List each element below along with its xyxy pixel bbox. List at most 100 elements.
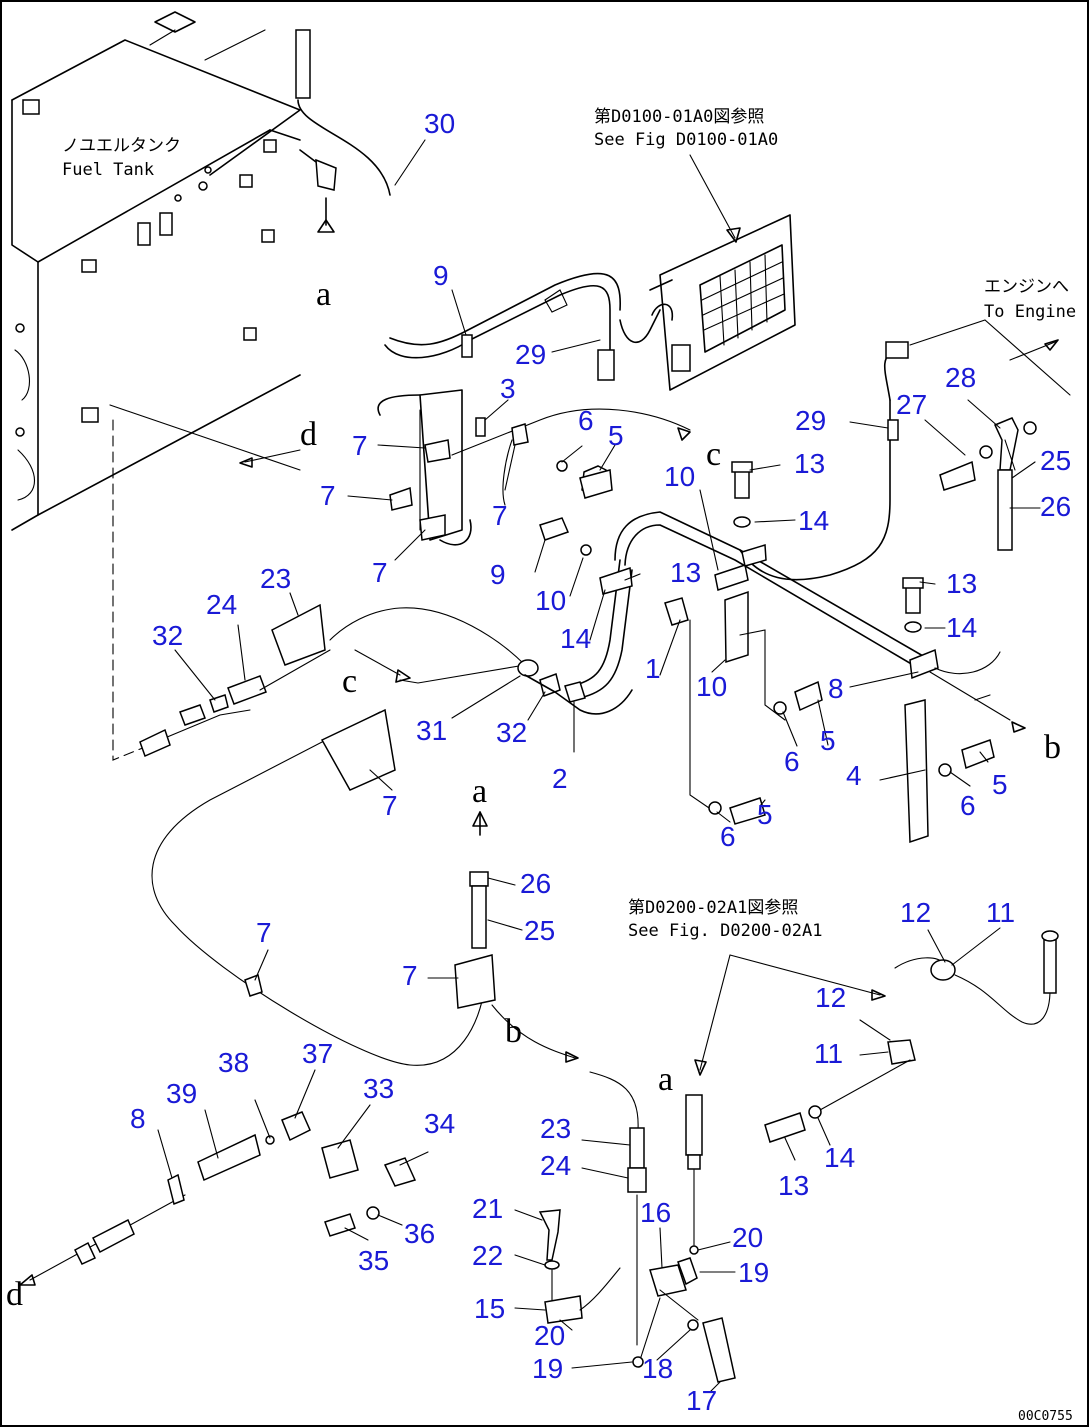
- fuel-tank-jp-label: ノユエルタンク: [62, 136, 181, 156]
- tube-group-right: [574, 341, 1026, 844]
- callout-number: 17: [686, 1385, 717, 1416]
- callout-number: 7: [402, 960, 418, 991]
- callout-number: 5: [757, 799, 773, 830]
- callout-number: 2: [552, 763, 568, 794]
- callout-number: 6: [784, 746, 800, 777]
- callout-number: 7: [492, 500, 508, 531]
- connector-letter: c: [342, 663, 357, 700]
- callout-number: 13: [946, 568, 977, 599]
- callout-number: 32: [152, 620, 183, 651]
- callout-number: 3: [500, 373, 516, 404]
- hose-30: [295, 29, 391, 233]
- callout-number: 16: [640, 1197, 671, 1228]
- fitting-group-lower-left: [19, 1111, 417, 1286]
- callout-number: 9: [433, 260, 449, 291]
- callout-number: 9: [490, 559, 506, 590]
- callout-number: 14: [798, 505, 829, 536]
- see-fig-bottom-en: See Fig. D0200-02A1: [628, 921, 822, 941]
- bolts-right: [539, 417, 1037, 825]
- see-fig-top-jp: 第D0100-01A0図参照: [594, 107, 764, 127]
- callout-number: 18: [642, 1353, 673, 1384]
- callout-number: 28: [945, 362, 976, 393]
- callout-number: 13: [778, 1170, 809, 1201]
- callout-number: 20: [534, 1320, 565, 1351]
- callout-number: 19: [738, 1257, 769, 1288]
- connector-letter: b: [1044, 729, 1061, 766]
- callout-number: 12: [815, 982, 846, 1013]
- callout-number: 31: [416, 715, 447, 746]
- callout-number: 38: [218, 1047, 249, 1078]
- connector-letter: a: [658, 1061, 673, 1098]
- callout-number: 35: [358, 1245, 389, 1276]
- connector-letter: d: [300, 416, 317, 453]
- connector-letter: a: [472, 773, 487, 810]
- callout-number: 34: [424, 1108, 455, 1139]
- callout-number: 5: [992, 769, 1008, 800]
- callout-number: 37: [302, 1038, 333, 1069]
- callout-number: 33: [363, 1073, 394, 1104]
- callout-number: 4: [846, 760, 862, 791]
- callout-number: 24: [206, 589, 237, 620]
- callout-number: 10: [535, 585, 566, 616]
- clamp-group-lower-right: [694, 930, 1059, 1143]
- callout-number: 14: [560, 623, 591, 654]
- fuel-line-middle: [139, 603, 633, 758]
- bracket-group-upper: [377, 389, 691, 546]
- tube-9-29: [384, 272, 674, 381]
- fitting-group-lower: [538, 1094, 736, 1383]
- callout-number: 1: [645, 653, 661, 684]
- callout-number: 6: [720, 821, 736, 852]
- callout-number: 10: [664, 461, 695, 492]
- connector-letter: a: [316, 276, 331, 313]
- callout-number: 23: [260, 563, 291, 594]
- callout-number: 29: [515, 339, 546, 370]
- callout-number: 26: [1040, 491, 1071, 522]
- callout-number: 25: [524, 915, 555, 946]
- callout-number: 24: [540, 1150, 571, 1181]
- drawing-code: 00C0755: [1018, 1409, 1073, 1424]
- vertical-line-a-b: [454, 811, 639, 1131]
- connector-letter: d: [6, 1276, 23, 1313]
- callout-number: 13: [794, 448, 825, 479]
- callout-number: 14: [824, 1142, 855, 1173]
- callout-number: 11: [986, 897, 1015, 928]
- connector-letter: c: [706, 436, 721, 473]
- callout-number: 27: [896, 389, 927, 420]
- see-fig-top-en: See Fig D0100-01A0: [594, 130, 778, 150]
- callout-number: 7: [256, 917, 272, 948]
- callout-number: 30: [424, 108, 455, 139]
- callout-number: 6: [578, 405, 594, 436]
- callout-number: 15: [474, 1293, 505, 1324]
- callout-number: 29: [795, 405, 826, 436]
- callout-numbers: 30 9 29 3 6 5 7 7 7 7 10 13 14 29 27 28 …: [130, 108, 1071, 1416]
- callout-number: 8: [130, 1103, 146, 1134]
- connector-letter: b: [505, 1013, 522, 1050]
- callout-number: 10: [696, 671, 727, 702]
- callout-number: 5: [608, 420, 624, 451]
- callout-number: 11: [814, 1038, 843, 1069]
- fuel-loop-lower: [151, 708, 485, 1066]
- callout-number: 19: [532, 1353, 563, 1384]
- callout-number: 26: [520, 868, 551, 899]
- callout-number: 22: [472, 1240, 503, 1271]
- callout-number: 12: [900, 897, 931, 928]
- callout-number: 32: [496, 717, 527, 748]
- callout-number: 7: [352, 430, 368, 461]
- fuel-tank: [11, 11, 337, 531]
- callout-number: 14: [946, 612, 977, 643]
- cooler: [649, 154, 796, 391]
- callout-number: 8: [828, 673, 844, 704]
- callout-number: 23: [540, 1113, 571, 1144]
- callout-number: 39: [166, 1078, 197, 1109]
- callout-number: 7: [372, 557, 388, 588]
- callout-number: 7: [320, 480, 336, 511]
- callout-number: 13: [670, 557, 701, 588]
- see-fig-bottom-jp: 第D0200-02A1図参照: [628, 898, 798, 918]
- callout-number: 5: [820, 725, 836, 756]
- callout-number: 7: [382, 790, 398, 821]
- callout-number: 20: [732, 1222, 763, 1253]
- leader-lines: [157, 139, 1041, 1393]
- callout-number: 25: [1040, 445, 1071, 476]
